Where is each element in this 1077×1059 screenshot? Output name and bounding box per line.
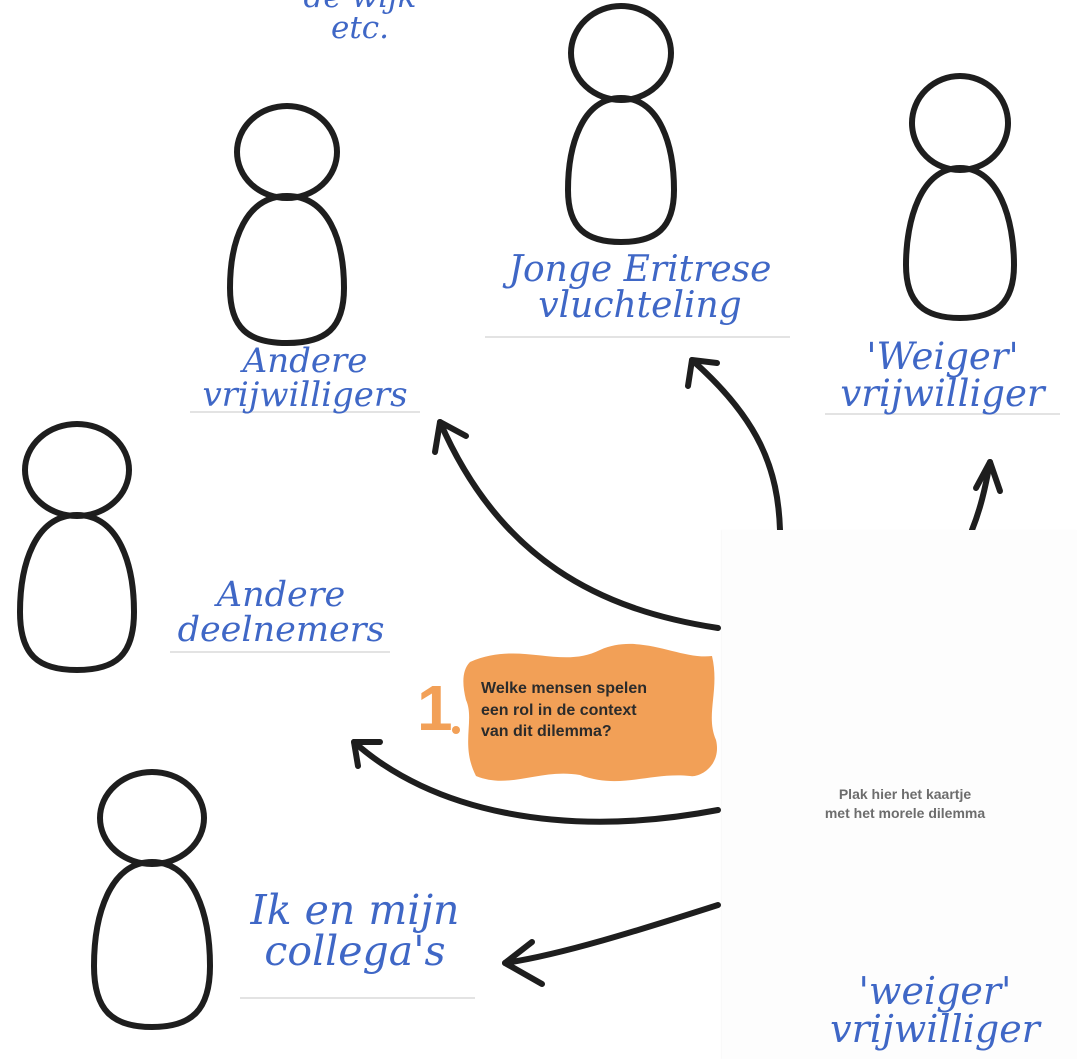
card-annotation: 'weiger' vrijwilliger [815,972,1055,1048]
label-line: Andere [216,575,346,615]
question-line: een rol in de context [481,701,637,719]
person-head [97,769,207,867]
dilemma-card-placeholder[interactable] [722,530,1077,1059]
card-annotation-line: 'weiger' [858,969,1012,1013]
arrow-to-weiger-vrijwilliger [969,459,1003,533]
person-head [909,73,1011,173]
question-number-dot [452,726,460,734]
label-line: Andere [242,341,368,381]
label-line: collega's [264,927,446,975]
top-fragment-line-1: de wijk [275,0,445,13]
question-highlight [463,643,718,782]
label-ik-en-collegas: Ik en mijn collega's [230,890,480,972]
question-line: van dit dilemma? [481,723,612,741]
arrow-to-andere-vrijwilligers [432,419,721,631]
card-instruction-line: Plak hier het kaartje [838,786,972,802]
person-figure-andere-deelnemers [17,421,137,673]
label-line: deelnemers [177,610,385,650]
arrow-to-andere-deelnemers [351,739,721,825]
top-fragment-line-2: etc. [330,10,390,46]
person-body [903,165,1017,321]
person-figure-weiger-vrijwilliger [903,73,1017,321]
question-number: 1 [417,672,453,744]
person-body [565,95,677,245]
person-head [568,3,674,103]
question-text: Welke mensen spelen een rol in de contex… [481,678,647,743]
label-line: Jonge Eritrese [508,249,772,290]
underline-guides [170,336,1060,999]
label-line: Ik en mijn [250,886,460,934]
arrow-to-jonge-eritrese [685,357,783,533]
label-weiger-vrijwilliger: 'Weiger' vrijwilliger [820,338,1065,412]
card-instruction-line: met het morele dilemma [824,804,986,821]
label-jonge-eritrese: Jonge Eritrese vluchteling [480,252,800,324]
person-body [91,859,213,1030]
label-line: 'Weiger' [866,335,1019,378]
person-figure-andere-vrijwilligers [227,103,347,346]
label-andere-vrijwilligers: Andere vrijwilligers [190,344,420,412]
card-annotation-line: vrijwilliger [830,1007,1040,1051]
top-fragment-note: de wijk etc. [275,0,445,44]
dilemma-card-instruction: Plak hier het kaartje met het morele dil… [780,785,1030,823]
arrow-to-ik-en-collegas [502,902,721,987]
person-body [17,512,137,673]
person-body [227,193,347,346]
label-line: vrijwilliger [840,372,1045,415]
person-figure-ik-en-collegas [91,769,213,1030]
person-head [22,421,132,519]
person-head [234,103,340,201]
person-figure-jonge-eritrese [565,3,677,245]
label-line: vluchteling [538,285,742,326]
question-line: Welke mensen spelen [481,680,647,697]
label-line: vrijwilligers [202,375,408,415]
label-andere-deelnemers: Andere deelnemers [166,578,396,648]
